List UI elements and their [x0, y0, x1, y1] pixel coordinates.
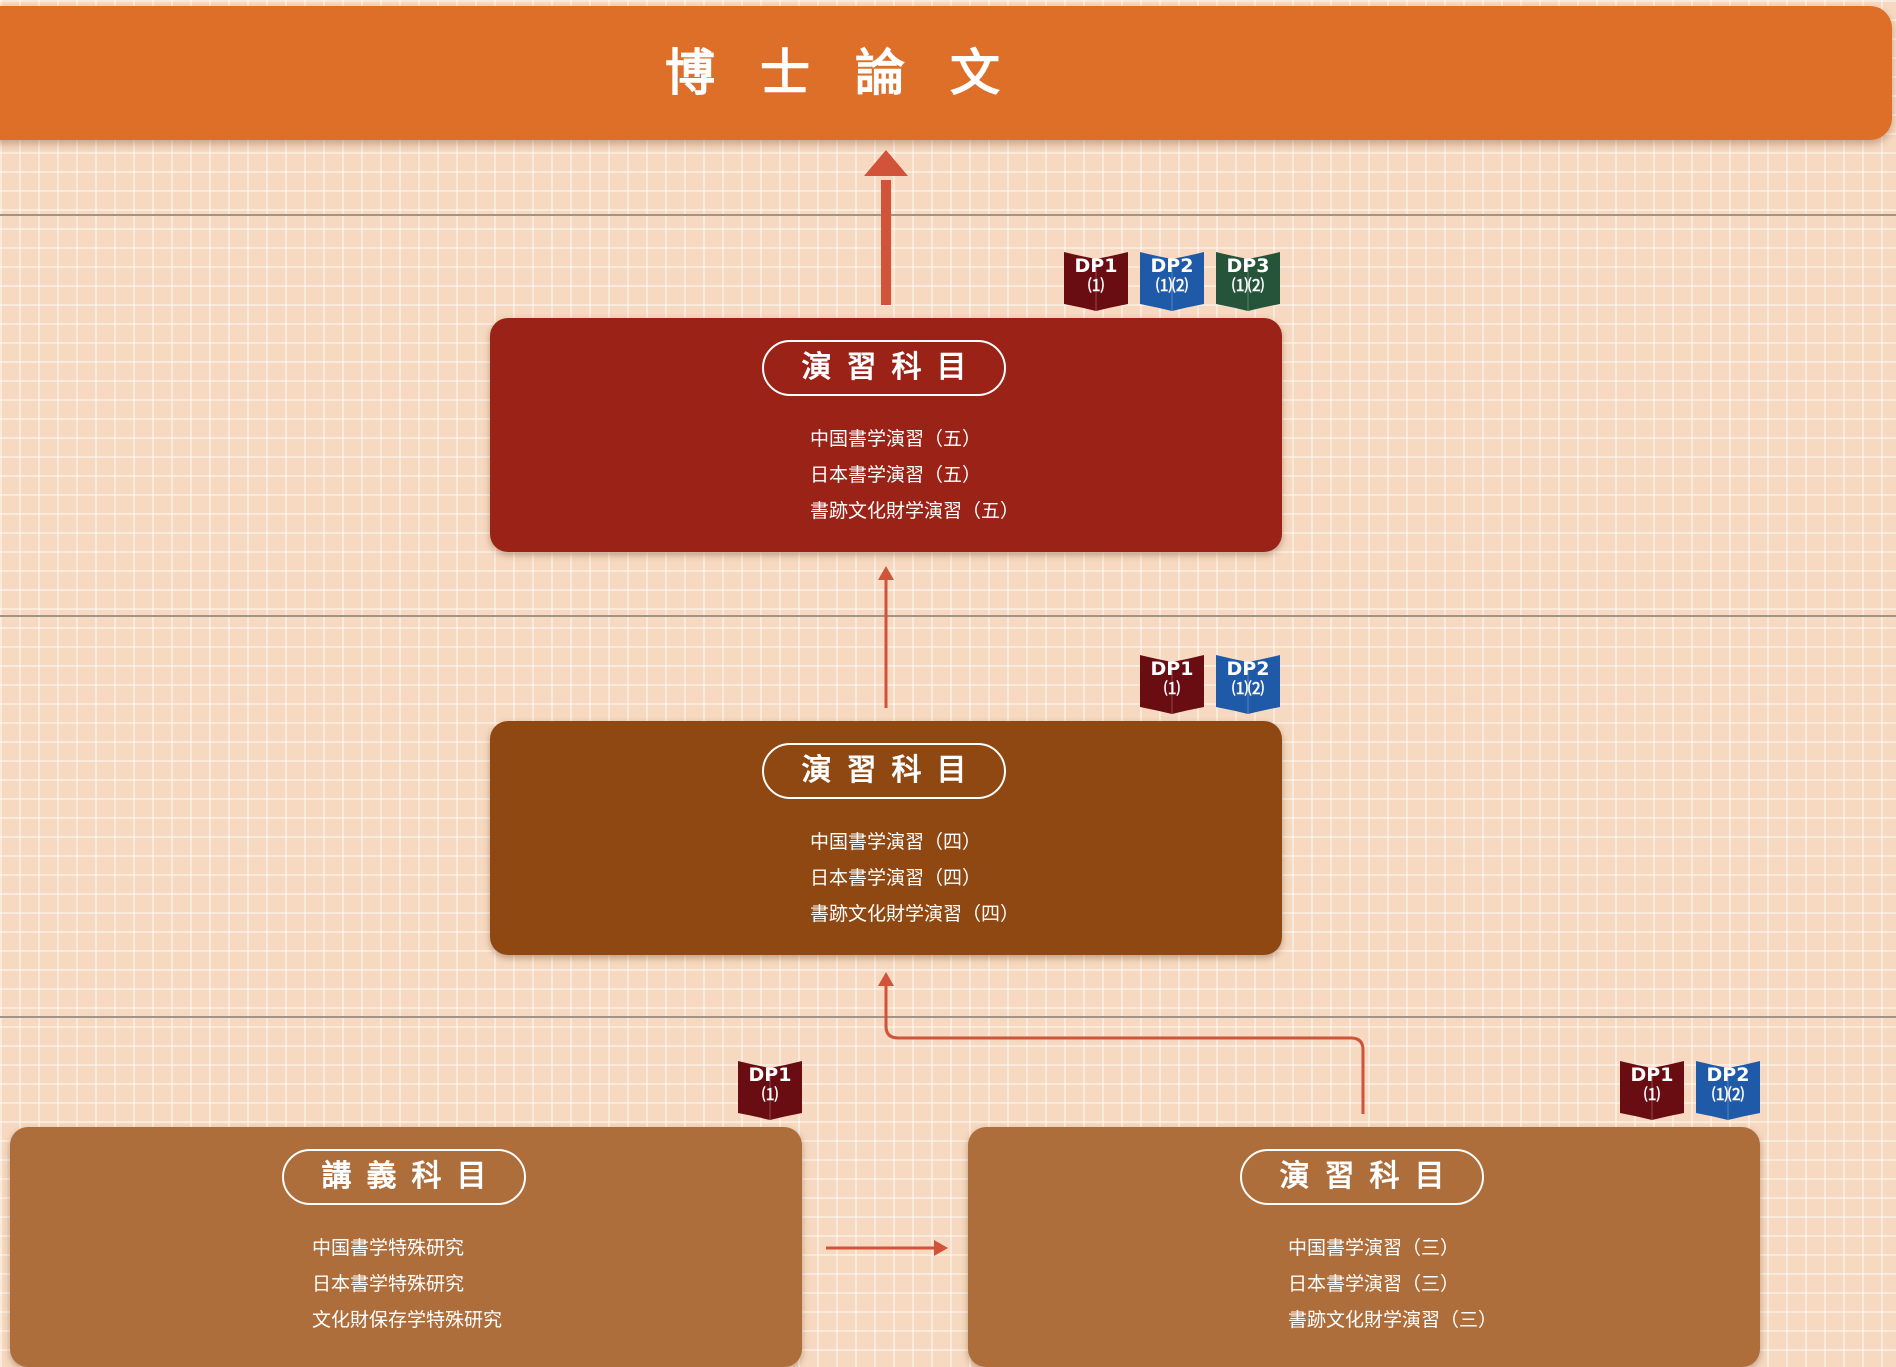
box-heading-pill: 演習科目	[762, 743, 1006, 799]
badge-sub-label: ⑴⑵	[1231, 679, 1264, 698]
book-icon	[1064, 252, 1128, 311]
book-icon	[1140, 655, 1204, 714]
badge-sub-label: ⑴	[761, 1085, 778, 1104]
badge-label: DP2	[1706, 1064, 1750, 1086]
dp-badge-dp1: DP1⑴	[1138, 653, 1206, 715]
arrow-lecture-to-exercise-head	[934, 1240, 948, 1256]
course-item: 中国書学特殊研究	[312, 1237, 465, 1259]
badge-label: DP1	[748, 1064, 792, 1086]
box-heading-pill: 演習科目	[1240, 1149, 1484, 1205]
exercise-box-4: 演習科目 中国書学演習（四） 日本書学演習（四） 書跡文化財学演習（四）	[490, 721, 1282, 955]
dp-badge-dp2: DP2⑴⑵	[1138, 250, 1206, 312]
dp-badge-dp1: DP1⑴	[1062, 250, 1130, 312]
badge-label: DP3	[1226, 255, 1270, 277]
badge-sub-label: ⑴⑵	[1155, 276, 1188, 295]
course-item: 日本書学演習（五）	[810, 464, 982, 486]
book-icon	[1696, 1061, 1760, 1120]
course-item: 文化財保存学特殊研究	[312, 1309, 503, 1331]
course-list: 中国書学特殊研究 日本書学特殊研究 文化財保存学特殊研究	[312, 1230, 502, 1338]
course-list: 中国書学演習（五） 日本書学演習（五） 書跡文化財学演習（五）	[810, 421, 1019, 529]
course-item: 日本書学演習（三）	[1288, 1273, 1460, 1295]
course-item: 日本書学演習（四）	[810, 867, 982, 889]
course-item: 書跡文化財学演習（三）	[1288, 1309, 1498, 1331]
arrow-to-middle-box-head	[878, 972, 894, 986]
badge-label: DP1	[1630, 1064, 1674, 1086]
dp-badge-dp2: DP2⑴⑵	[1694, 1059, 1762, 1121]
badge-label: DP1	[1074, 255, 1118, 277]
course-item: 書跡文化財学演習（五）	[810, 500, 1020, 522]
dp-badge-dp1: DP1⑴	[736, 1059, 804, 1121]
arrow-to-top-box-head	[878, 566, 894, 580]
badge-sub-label: ⑴	[1087, 276, 1104, 295]
dp-badge-dp2: DP2⑴⑵	[1214, 653, 1282, 715]
badge-label: DP2	[1226, 658, 1270, 680]
book-icon	[1216, 252, 1280, 311]
exercise-box-5: 演習科目 中国書学演習（五） 日本書学演習（五） 書跡文化財学演習（五）	[490, 318, 1282, 552]
divider-line	[0, 214, 1896, 216]
box-heading-pill: 講義科目	[282, 1149, 526, 1205]
book-icon	[738, 1061, 802, 1120]
course-item: 中国書学演習（四）	[810, 831, 982, 853]
book-icon	[1140, 252, 1204, 311]
badge-sub-label: ⑴⑵	[1231, 276, 1264, 295]
exercise-box-3: 演習科目 中国書学演習（三） 日本書学演習（三） 書跡文化財学演習（三）	[968, 1127, 1760, 1367]
divider-line	[0, 615, 1896, 617]
course-list: 中国書学演習（三） 日本書学演習（三） 書跡文化財学演習（三）	[1288, 1230, 1497, 1338]
book-icon	[1216, 655, 1280, 714]
dp-badge-dp3: DP3⑴⑵	[1214, 250, 1282, 312]
badge-label: DP2	[1150, 255, 1194, 277]
doctoral-thesis-header: 博士論文	[0, 6, 1892, 140]
course-item: 中国書学演習（五）	[810, 428, 982, 450]
header-title: 博士論文	[665, 44, 1045, 102]
box-heading-pill: 演習科目	[762, 340, 1006, 396]
divider-line	[0, 1016, 1896, 1018]
course-item: 中国書学演習（三）	[1288, 1237, 1460, 1259]
course-list: 中国書学演習（四） 日本書学演習（四） 書跡文化財学演習（四）	[810, 824, 1019, 932]
badge-sub-label: ⑴	[1643, 1085, 1660, 1104]
course-item: 日本書学特殊研究	[312, 1273, 465, 1295]
book-icon	[1620, 1061, 1684, 1120]
dp-badge-dp1: DP1⑴	[1618, 1059, 1686, 1121]
course-item: 書跡文化財学演習（四）	[810, 903, 1020, 925]
lecture-box: 講義科目 中国書学特殊研究 日本書学特殊研究 文化財保存学特殊研究	[10, 1127, 802, 1367]
arrow-to-middle-box	[884, 986, 1365, 1114]
badge-label: DP1	[1150, 658, 1194, 680]
arrow-to-thesis-head	[864, 150, 908, 176]
badge-sub-label: ⑴	[1163, 679, 1180, 698]
badge-sub-label: ⑴⑵	[1711, 1085, 1744, 1104]
